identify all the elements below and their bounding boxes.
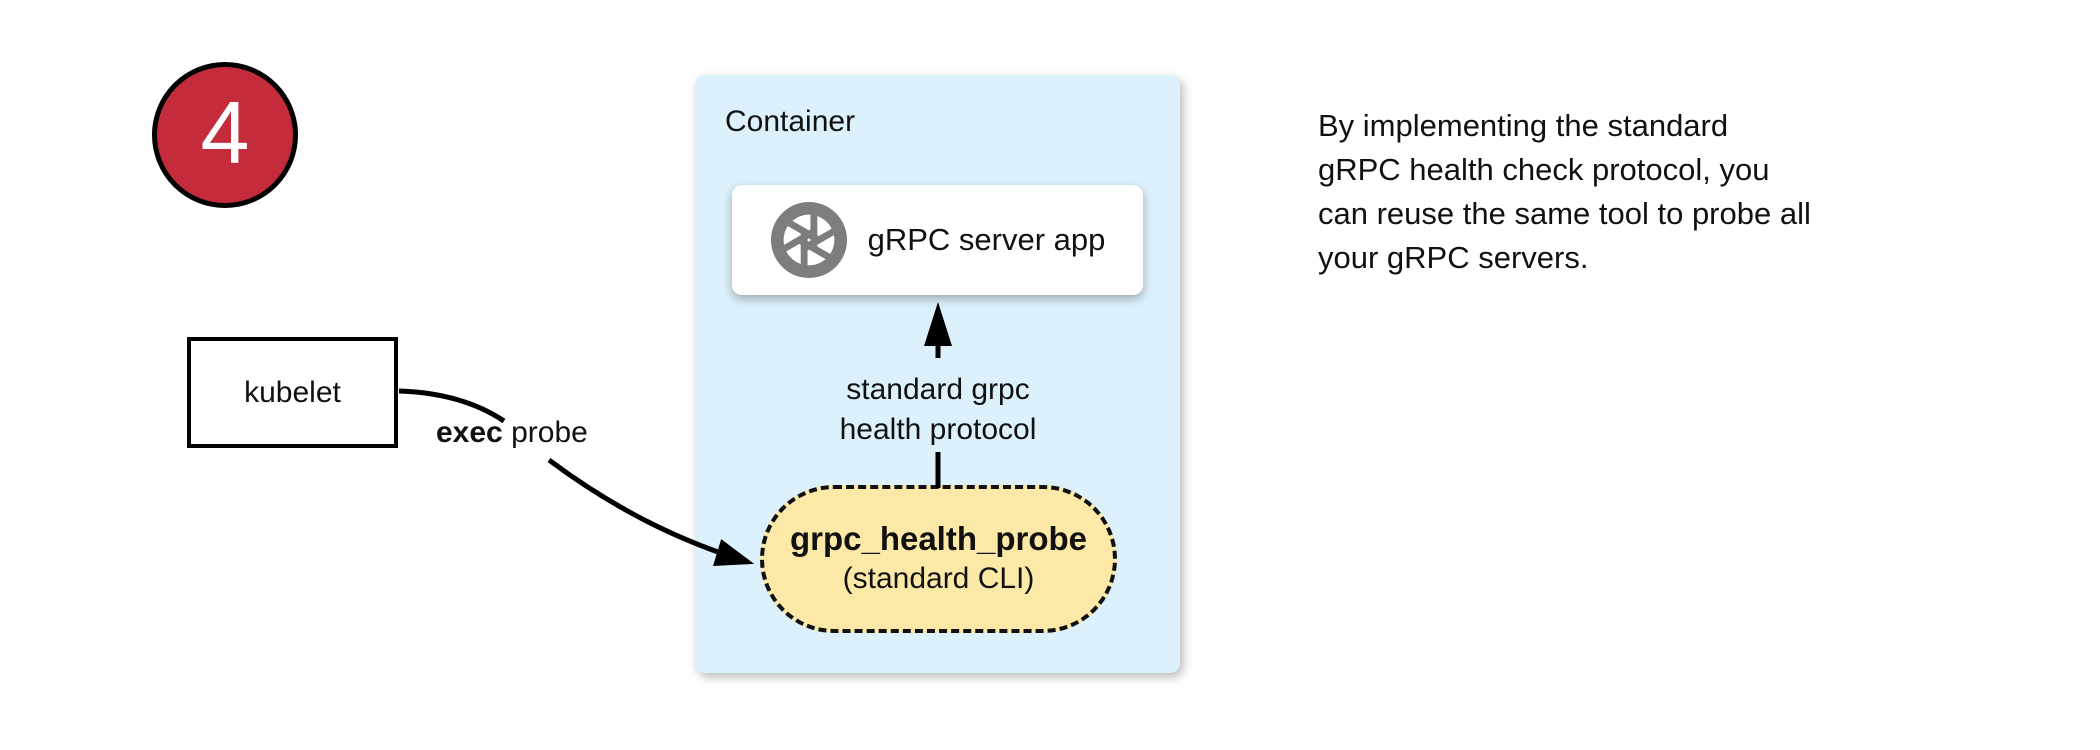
container-title: Container (725, 105, 856, 138)
step-badge: 4 (152, 62, 298, 208)
annotation-line: By implementing the standard (1318, 108, 1729, 143)
annotation-line: can reuse the same tool to probe all (1318, 196, 1811, 231)
health-probe-subtitle: (standard CLI) (842, 562, 1035, 595)
protocol-line-2: health protocol (839, 413, 1037, 446)
health-probe-pill: grpc_health_probe (standard CLI) (760, 485, 1117, 633)
annotation-text: By implementing the standard gRPC health… (1318, 104, 1811, 280)
grpc-aperture-icon (770, 201, 847, 279)
annotation-line: your gRPC servers. (1318, 240, 1589, 275)
exec-word: exec (436, 416, 503, 449)
step-number: 4 (200, 83, 250, 182)
health-probe-title: grpc_health_probe (789, 520, 1088, 557)
protocol-label: standard grpc health protocol (788, 370, 1088, 450)
kubelet-box: kubelet (187, 337, 398, 448)
annotation-line: gRPC health check protocol, you (1318, 152, 1770, 187)
protocol-line-1: standard grpc (846, 373, 1030, 406)
grpc-server-box: gRPC server app (732, 185, 1143, 295)
kubelet-label: kubelet (244, 375, 341, 409)
exec-probe-label: exec probe (436, 416, 588, 450)
grpc-server-label: gRPC server app (867, 222, 1106, 257)
probe-word: probe (502, 416, 588, 449)
